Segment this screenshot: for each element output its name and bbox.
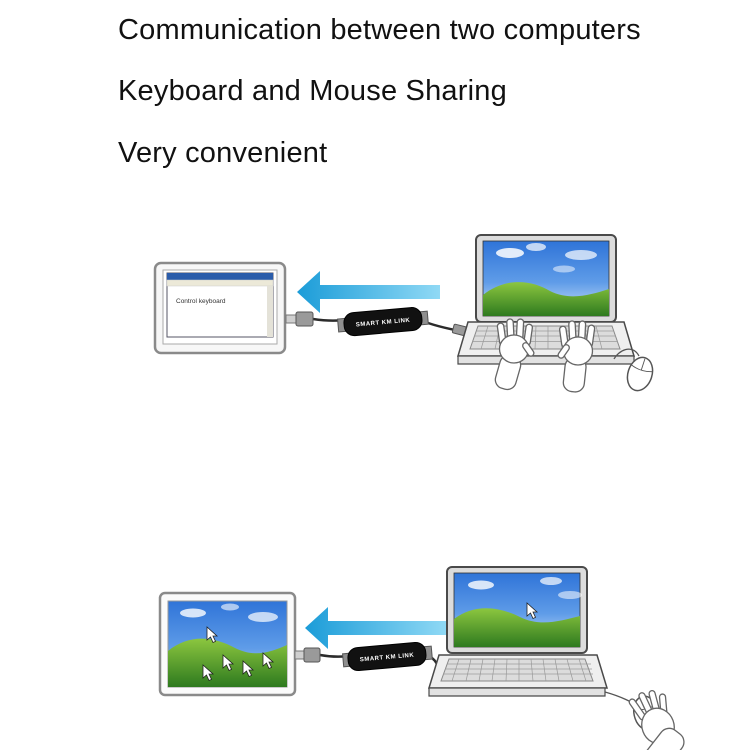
km-link-device-label: SMART KM LINK: [360, 653, 415, 664]
right-hand: [557, 320, 596, 393]
monitor-screen-text: Control keyboard: [176, 298, 226, 305]
headline-line-3: Very convenient: [118, 137, 328, 169]
left-monitor: Control keyboard: [153, 261, 287, 355]
km-link-device: SMART KM LINK: [342, 641, 433, 672]
laptop-keyboard: [440, 658, 594, 682]
mouse-cable: [613, 348, 640, 360]
headline-line-2: Keyboard and Mouse Sharing: [118, 75, 507, 107]
scene-2-illustration: SMART KM LINK: [158, 566, 685, 750]
left-hand: [494, 318, 535, 391]
document-window: Control keyboard: [166, 272, 274, 338]
scene-1-illustration: Control keyboard SMART KM LINK: [153, 234, 654, 393]
mouse: [626, 356, 654, 392]
xp-wallpaper-screen: [167, 600, 288, 688]
left-monitor: [158, 591, 297, 697]
xp-wallpaper-screen: [453, 572, 582, 648]
km-link-device-label: SMART KM LINK: [356, 318, 411, 329]
headline-line-1: Communication between two computers: [118, 14, 641, 46]
km-link-device: SMART KM LINK: [337, 307, 429, 337]
right-laptop: [456, 234, 636, 365]
left-arrow: [305, 607, 447, 649]
left-arrow: [297, 271, 440, 313]
laptop-keyboard: [469, 325, 621, 350]
usb-plug-left: [285, 311, 314, 327]
hand-on-mouse: [628, 689, 685, 750]
cursor-arrow: [526, 602, 539, 620]
cursor-arrows: [202, 626, 275, 682]
xp-wallpaper-screen: [482, 240, 610, 317]
usb-plug-left: [294, 647, 321, 663]
right-laptop: [427, 566, 609, 697]
